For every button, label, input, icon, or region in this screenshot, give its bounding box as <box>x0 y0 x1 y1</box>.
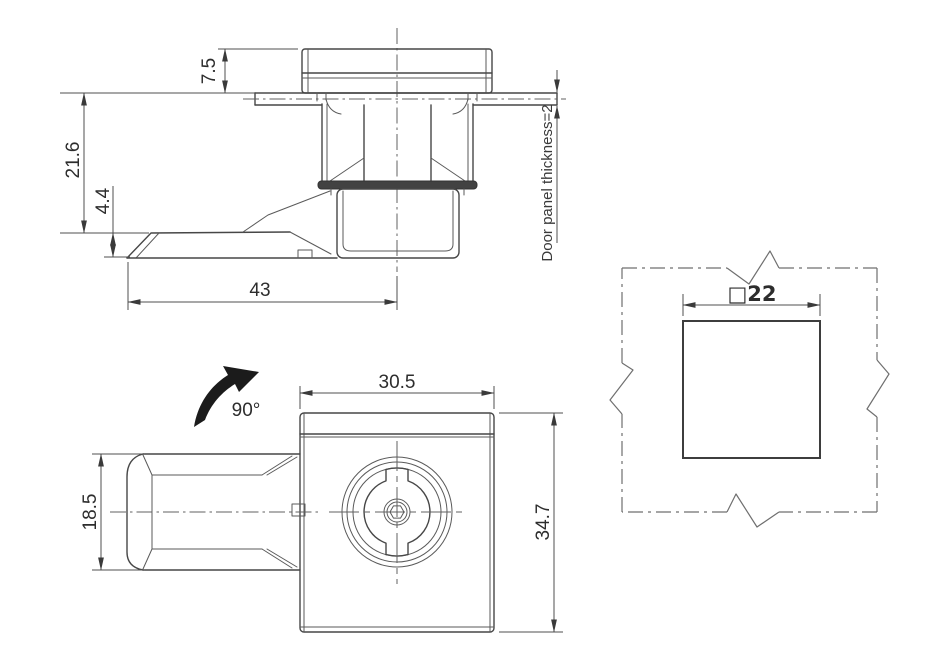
square-cutout-hole <box>682 320 821 459</box>
dim-grip-length-label: 21.6 <box>63 142 84 179</box>
dim-square-cutout: □22 <box>682 282 821 316</box>
cam-hub-circles <box>329 441 466 584</box>
side-view: 7.5 21.6 4.4 43 Door panel thicknes <box>60 28 566 310</box>
rotation-annotation: 90° <box>194 366 260 427</box>
latch-body-side <box>336 188 460 259</box>
panel-cutout-view: □22 <box>609 250 890 528</box>
dim-cam-thickness-label: 4.4 <box>93 187 114 214</box>
dim-grip-length: 21.6 <box>60 92 300 234</box>
door-panel-section <box>243 92 566 106</box>
cam-arm-front <box>110 453 320 571</box>
nut-plate <box>317 180 478 190</box>
rotation-angle-label: 90° <box>232 400 261 421</box>
latch-body-front <box>291 412 495 633</box>
dim-cam-length-label: 43 <box>249 280 270 301</box>
dim-panel-thickness: Door panel thickness=2 <box>539 70 560 262</box>
dim-cam-width-label: 18.5 <box>80 494 101 531</box>
dim-head-height-label: 7.5 <box>199 58 220 84</box>
body-side-notch <box>291 503 306 517</box>
dim-cam-length: 43 <box>127 262 398 310</box>
driver-wing-profile <box>363 467 431 557</box>
rotation-arrow-icon <box>194 366 259 427</box>
cam-arm-side <box>126 190 338 259</box>
dim-body-width-label: 30.5 <box>379 372 416 393</box>
dim-head-height: 7.5 <box>199 48 298 94</box>
dim-square-cutout-label: □22 <box>727 282 776 306</box>
front-view: 30.5 34.7 18.5 90° <box>80 366 563 633</box>
panel-break-border <box>609 250 890 528</box>
dim-cam-thickness: 4.4 <box>93 186 130 258</box>
dim-cam-width: 18.5 <box>80 453 145 571</box>
dim-body-width: 30.5 <box>299 372 495 409</box>
dim-body-height: 34.7 <box>499 412 563 633</box>
panel-thickness-note: Door panel thickness=2 <box>539 104 556 261</box>
dim-body-height-label: 34.7 <box>533 504 554 541</box>
